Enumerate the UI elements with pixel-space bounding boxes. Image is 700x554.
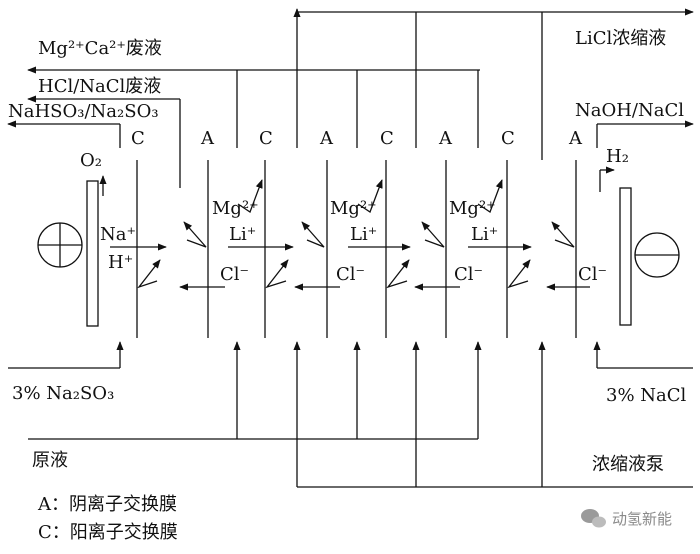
ion-li-2: Li⁺ [350, 224, 377, 245]
naoh-label: NaOH/NaCl [575, 100, 684, 121]
cation-blocked-4 [551, 221, 575, 248]
cl-blocked-4 [507, 259, 531, 289]
nacl-feed-label: 3% NaCl [606, 385, 687, 406]
ion-mg-3: Mg²⁺ [449, 198, 496, 219]
ion-cl-1: Cl⁻ [220, 264, 249, 285]
ion-mg-1: Mg²⁺ [212, 198, 259, 219]
membrane-letter-6: A [438, 128, 453, 149]
mg-blocked-2 [357, 179, 383, 213]
membrane-letter-1: C [131, 128, 145, 149]
na2so3-feed-label: 3% Na₂SO₃ [12, 383, 114, 404]
ion-cl-2: Cl⁻ [336, 264, 365, 285]
watermark-text: 动氢新能 [612, 510, 672, 528]
membrane-letter-8: A [568, 128, 583, 149]
ion-li-3: Li⁺ [471, 224, 498, 245]
wechat-icon [581, 509, 606, 528]
raw-liquid-label: 原液 [32, 450, 68, 471]
cation-blocked-3 [421, 221, 445, 248]
cl-blocked-3 [386, 259, 410, 289]
ion-h: H⁺ [108, 252, 133, 273]
membrane-letter-2: A [200, 128, 215, 149]
mg-blocked-3 [477, 179, 503, 213]
ion-mg-2: Mg²⁺ [330, 198, 377, 219]
cathode-plate [619, 187, 632, 326]
cl-blocked-2 [265, 259, 289, 289]
hcl-nacl-waste-label: HCl/NaCl废液 [38, 76, 161, 97]
h2-label: H₂ [606, 146, 629, 167]
membrane-letter-7: C [501, 128, 515, 149]
membrane-letter-4: A [319, 128, 334, 149]
nahso3-label: NaHSO₃/Na₂SO₃ [8, 101, 159, 122]
ion-na: Na⁺ [100, 224, 136, 245]
cation-blocked-1 [183, 221, 207, 248]
anode-plate [86, 180, 99, 327]
o2-label: O₂ [80, 150, 102, 171]
ion-cl-4: Cl⁻ [578, 264, 607, 285]
ion-li-1: Li⁺ [229, 224, 256, 245]
membrane-letter-5: C [380, 128, 394, 149]
legend-cation: C：阳离子交换膜 [38, 522, 178, 543]
legend-anion: A：阴离子交换膜 [37, 494, 177, 515]
cl-blocked-1 [137, 259, 161, 289]
ion-cl-3: Cl⁻ [454, 264, 483, 285]
mg-ca-waste-label: Mg²⁺Ca²⁺废液 [38, 38, 162, 59]
concentrate-pump-label: 浓缩液泵 [592, 454, 664, 475]
cation-blocked-2 [301, 221, 325, 248]
licl-label: LiCl浓缩液 [575, 28, 666, 49]
mg-blocked-1 [237, 179, 263, 213]
membrane-letter-3: C [259, 128, 273, 149]
